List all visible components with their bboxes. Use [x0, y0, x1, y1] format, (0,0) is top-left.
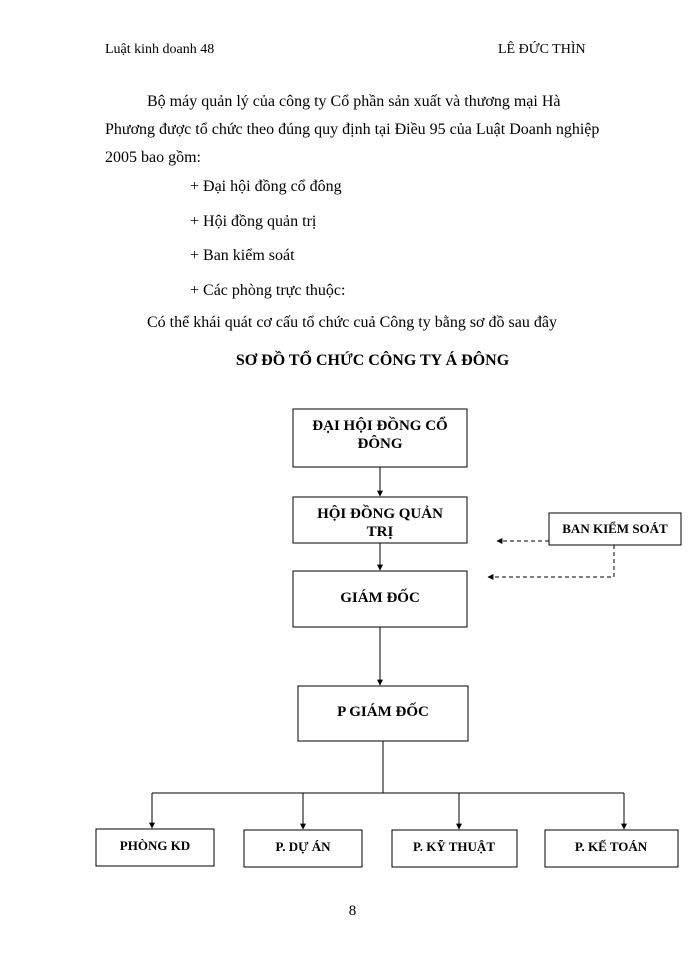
label-dhdcd-1: ĐẠI HỘI ĐỒNG CỔ	[312, 416, 447, 434]
header-right: LÊ ĐỨC THÌN	[498, 42, 586, 57]
header-left: Luật kinh doanh 48	[105, 42, 215, 57]
label-bks: BAN KIỂM SOÁT	[562, 521, 668, 536]
label-duan: P. DỰ ÁN	[275, 839, 331, 854]
list-item-bks: + Ban kiểm soát	[190, 247, 295, 264]
label-hdqt-2: TRỊ	[367, 524, 394, 540]
intro-paragraph: Bộ máy quản lý của công ty Cổ phần sản x…	[105, 93, 600, 166]
box-duan	[243, 829, 363, 868]
list-item-phong: + Các phòng trực thuộc:	[190, 282, 346, 299]
label-pgd: P GIÁM ĐỐC	[337, 702, 429, 720]
label-ketoan: P. KẾ TOÁN	[575, 839, 648, 854]
dashed-connector-bks-gd	[487, 545, 615, 580]
label-kd: PHÒNG KD	[120, 838, 190, 853]
label-hdqt-1: HỘI ĐỒNG QUẢN	[317, 504, 443, 522]
label-kythuat: P. KỸ THUẬT	[413, 839, 495, 854]
box-kd	[95, 828, 215, 867]
box-bks	[548, 512, 682, 546]
list-item-dhdcd: + Đại hội đồng cổ đông	[190, 178, 342, 195]
label-gd: GIÁM ĐỐC	[340, 588, 420, 606]
box-ketoan	[544, 829, 679, 868]
page-number: 8	[348, 903, 357, 919]
list-item-hdqt: + Hội đồng quản trị	[190, 213, 317, 230]
label-dhdcd-2: ĐÔNG	[358, 435, 403, 452]
box-kythuat	[391, 829, 518, 868]
chart-title: SƠ ĐỒ TỔ CHỨC CÔNG TY Á ĐÔNG	[235, 352, 510, 369]
chart-intro: Có thể khái quát cơ cấu tổ chức cuả Công…	[147, 314, 557, 331]
